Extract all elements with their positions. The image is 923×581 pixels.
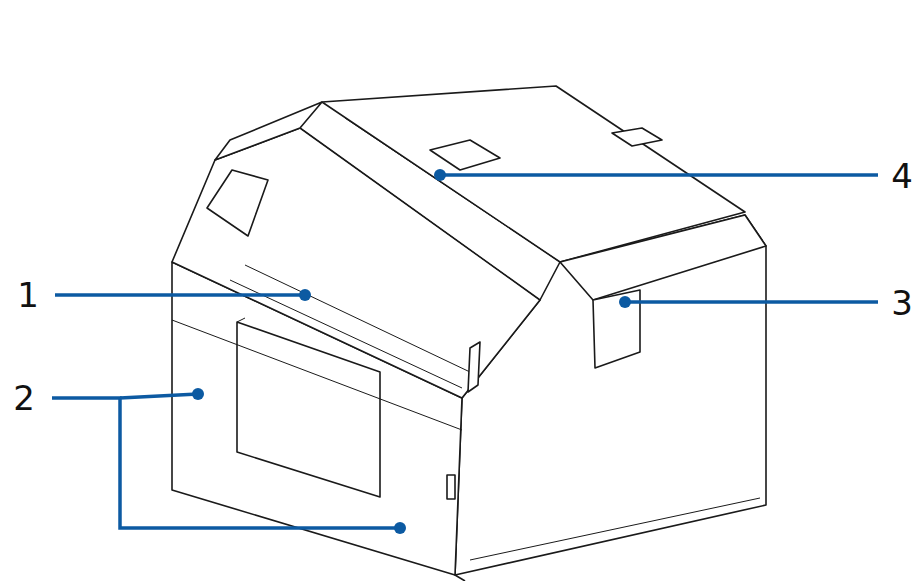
side-top-ledge xyxy=(560,215,766,300)
leader-dot xyxy=(619,296,631,308)
leader-line xyxy=(55,293,305,297)
bracket-leader xyxy=(52,398,400,528)
top-bevel xyxy=(215,102,322,160)
callout-number: 1 xyxy=(17,278,39,312)
leader-line xyxy=(120,394,198,398)
leader-dot xyxy=(394,522,406,534)
leader-line xyxy=(440,173,878,177)
callout-number: 4 xyxy=(891,159,913,193)
cover-handle xyxy=(430,140,500,170)
callout-number: 2 xyxy=(13,381,35,415)
leader-line xyxy=(625,300,878,304)
cover-tab xyxy=(468,342,480,392)
callout-number: 3 xyxy=(891,286,913,320)
cover-handle xyxy=(612,128,662,146)
leader-dot xyxy=(192,388,204,400)
leader-dot xyxy=(299,289,311,301)
front-cover xyxy=(172,128,540,398)
side-latch xyxy=(447,475,455,499)
display-panel xyxy=(207,170,268,236)
leader-dot xyxy=(434,169,446,181)
right-side-face xyxy=(455,215,766,575)
